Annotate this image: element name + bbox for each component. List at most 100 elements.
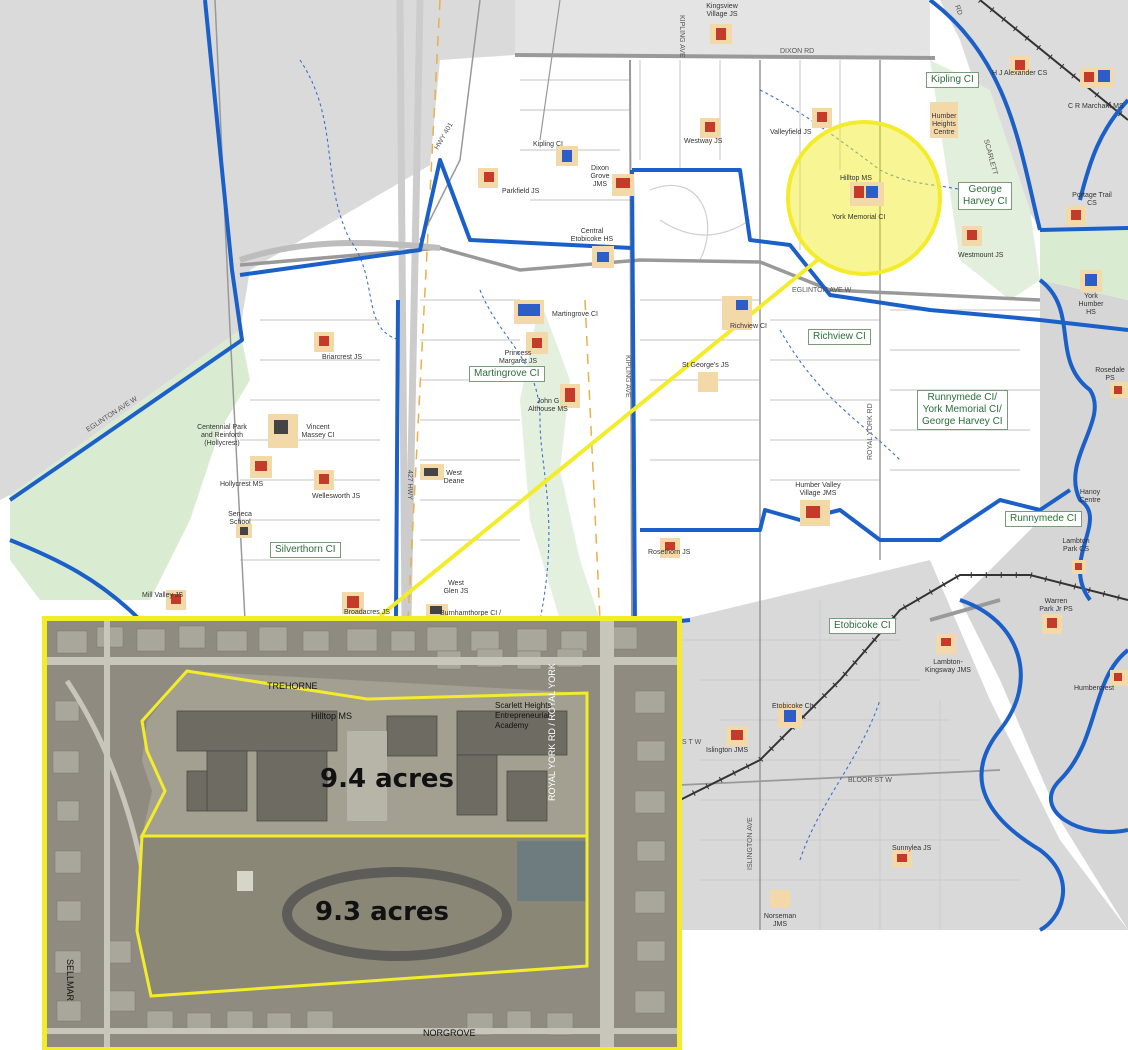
school-label-line: Seneca [228,511,252,518]
building-label-hilltop: Hilltop MS [311,711,353,721]
school-label-line: Hollycrest MS [220,481,264,488]
school-label-line: West [446,470,462,477]
school-marker-humbercrest [1110,670,1128,686]
school-marker-martingrove [514,300,544,324]
school-marker-rosedale [1110,382,1128,398]
school-label-line: Vincent [306,424,329,431]
school-label-line: York Memorial CI [832,214,885,221]
school-label-line: Hilltop MS [840,175,872,182]
hwy-centreline [407,0,441,621]
school-label-line: Westmount JS [958,252,1004,259]
school-label: Westway JS [684,138,723,145]
school-label-line: C R Marchant MS [1068,103,1124,110]
school-label-line: Norseman [764,913,796,920]
school-label-line: Wellesworth JS [312,493,360,500]
school-label-line: Warren [1045,598,1068,605]
parcel-south-outline [135,834,589,998]
boundary-label-kipling-ci: Kipling CI [926,72,979,88]
school-marker-millvalley [166,590,186,610]
school-marker-burnhamthorpe [426,604,448,616]
school-marker-broadacres [342,592,364,614]
school-label: Humbercrest [1074,685,1114,692]
school-label-line: Portage Trail [1072,192,1112,199]
boundary-label-runnymede-combo: Runnymede CI/ York Memorial CI/ George H… [917,390,1008,430]
school-label-line: Kipling CI [533,141,563,148]
school-marker-westmount [962,226,982,246]
school-marker-portage [1066,206,1086,226]
school-label-line: Kingsway JMS [925,667,971,674]
school-marker-sunnylea [892,850,912,868]
parcel-label-south: 9.3 acres [315,897,449,927]
school-marker-warren [1042,614,1062,634]
school-label: Islington JMS [706,747,748,754]
school-marker-hjalexander [1010,56,1030,74]
school-markers [166,24,1128,908]
greenspace-east [1040,230,1128,300]
school-label-line: Humber [1079,301,1105,308]
school-label: Martingrove CI [552,311,598,318]
school-label: Etobicoke CI [772,703,812,710]
school-label-line: Althouse MS [528,406,568,413]
school-marker-etobicokeci [778,704,802,728]
school-label: Sunnylea JS [892,845,932,852]
boundary-label-richview-ci: Richview CI [808,329,871,345]
school-label-line: School [229,519,251,526]
school-label: Rosethorn JS [648,549,691,556]
school-marker-lambtonkingsway [936,634,956,654]
school-label: H J Alexander CS [992,70,1048,77]
school-marker-hollycrest [250,456,272,478]
school-marker-seneca [236,524,252,538]
road-label-bloor: BLOOR ST W [848,777,892,784]
school-marker-humbervalley [800,500,830,526]
school-label: Parkfield JS [502,188,540,195]
boundary-label-martingrove-ci: Martingrove CI [469,366,545,382]
school-boundaries [8,0,1128,932]
road-label-kipling: KIPLING AVE [678,15,685,58]
school-label: Mill Valley JS [142,592,183,599]
school-label-line: JMS [773,921,787,928]
school-marker-richview [722,296,752,330]
school-label-line: Village JMS [800,490,837,497]
parcel-label-north: 9.4 acres [320,764,454,794]
school-marker-central [592,246,614,268]
school-marker-stgeorges [698,372,718,392]
school-marker-vincent [268,414,298,448]
street-grid [240,60,1040,930]
school-label-line: Parkfield JS [502,188,540,195]
school-label: Broadacres JS [344,609,390,616]
greenspace-west [10,330,250,600]
school-label-line: Humbercrest [1074,685,1114,692]
school-label-line: Broadacres JS [344,609,390,616]
school-label-line: Princess [505,350,532,357]
street-label-sellmar: SELLMAR [65,959,75,1002]
school-label: Richview CI [730,323,767,330]
school-marker-princess [526,332,548,354]
school-label-line: Etobicoke HS [571,236,614,243]
school-marker-althouse [560,384,580,408]
field-structure [237,871,253,891]
school-marker-yorkhumber [1080,270,1102,292]
school-marker-westdeane [420,464,444,480]
school-label-line: Valleyfield JS [770,129,812,136]
school-label-line: York [1084,293,1098,300]
street-label-trehorne: TREHORNE [267,681,318,691]
school-label-line: West [448,580,464,587]
school-label-line: PS [1105,375,1115,382]
school-label: Valleyfield JS [770,129,812,136]
tennis-courts [517,841,587,901]
school-label: Hilltop MS [840,175,872,182]
school-marker-rosethorn [660,538,680,558]
grey-zone-south [680,560,1128,930]
school-label-line: Dixon [591,165,609,172]
